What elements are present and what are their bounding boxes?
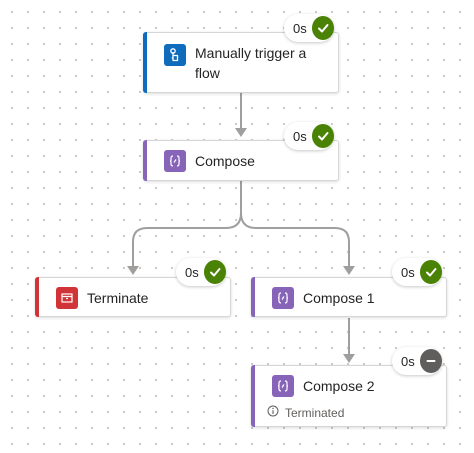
trigger-card[interactable]: Manually trigger a flow <box>143 32 339 93</box>
arrowhead-terminate <box>127 266 139 275</box>
compose-duration: 0s <box>293 128 307 144</box>
checkmark-icon <box>203 260 226 284</box>
compose1-duration: 0s <box>401 264 415 280</box>
card-accent <box>251 365 255 427</box>
compose2-card[interactable]: Compose 2 Terminated <box>251 365 447 427</box>
card-accent <box>143 140 147 181</box>
terminate-title: Terminate <box>87 290 149 306</box>
trigger-title-line1: Manually trigger a <box>195 45 307 61</box>
arrowhead-compose1 <box>343 266 355 275</box>
compose1-title: Compose 1 <box>303 290 375 306</box>
checkmark-icon <box>311 124 334 148</box>
card-accent <box>35 277 39 317</box>
minus-circle-icon <box>419 349 442 373</box>
compose-title: Compose <box>195 153 255 169</box>
terminate-duration: 0s <box>185 264 199 280</box>
checkmark-icon <box>419 260 442 284</box>
compose2-note-text: Terminated <box>285 405 345 420</box>
compose2-status-pill[interactable]: 0s <box>392 347 442 375</box>
terminate-card[interactable]: Terminate <box>35 277 231 317</box>
curly-braces-icon <box>164 150 186 172</box>
hand-tap-icon <box>164 44 186 66</box>
compose-status-pill[interactable]: 0s <box>284 122 334 150</box>
trigger-title-line2: flow <box>195 65 220 81</box>
connector-compose-compose1 <box>240 212 350 268</box>
compose2-title: Compose 2 <box>303 378 375 394</box>
compose1-status-pill[interactable]: 0s <box>392 258 442 286</box>
compose2-status-note: Terminated <box>267 405 344 420</box>
card-accent <box>143 32 147 93</box>
info-icon <box>267 405 279 420</box>
compose2-duration: 0s <box>401 353 415 369</box>
checkmark-icon <box>311 16 334 40</box>
trigger-duration: 0s <box>293 20 307 36</box>
curly-braces-icon <box>272 287 294 309</box>
terminate-icon <box>56 287 78 309</box>
arrowhead-compose2 <box>343 354 355 363</box>
terminate-status-pill[interactable]: 0s <box>176 258 226 286</box>
trigger-status-pill[interactable]: 0s <box>284 14 334 42</box>
curly-braces-icon <box>272 375 294 397</box>
card-accent <box>251 277 255 317</box>
connector-compose-terminate <box>132 181 242 268</box>
arrowhead-compose <box>235 128 247 137</box>
